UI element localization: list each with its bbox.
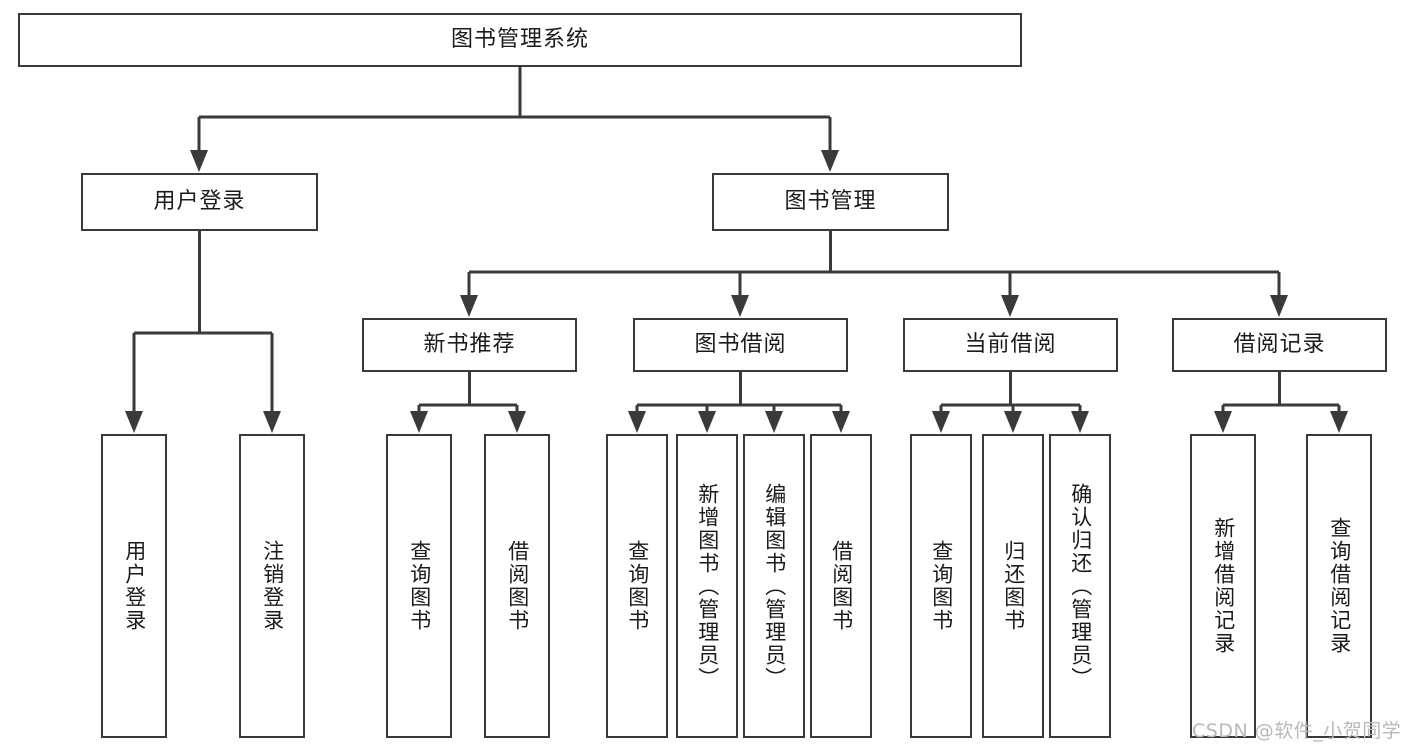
node-label: 新增图书（管理员） <box>695 482 720 690</box>
arrow-head <box>1001 295 1019 317</box>
node-leaf-return-book[interactable]: 归还图书 <box>982 434 1044 738</box>
node-root-system[interactable]: 图书管理系统 <box>18 13 1022 67</box>
node-leaf-edit-book[interactable]: 编辑图书（管理员） <box>743 434 805 738</box>
arrow-head <box>698 411 716 433</box>
node-leaf-user-logout[interactable]: 注销登录 <box>239 434 305 738</box>
arrow-head <box>821 150 839 172</box>
node-new-book-recommend[interactable]: 新书推荐 <box>362 318 577 372</box>
node-label: 注销登录 <box>260 540 285 632</box>
node-leaf-confirm-return[interactable]: 确认归还（管理员） <box>1049 434 1111 738</box>
node-book-borrow[interactable]: 图书借阅 <box>633 318 848 372</box>
node-leaf-query-book-cur[interactable]: 查询图书 <box>910 434 972 738</box>
node-leaf-borrow-book-rec[interactable]: 借阅图书 <box>484 434 550 738</box>
node-label: 归还图书 <box>1001 540 1026 632</box>
arrow-head <box>508 411 526 433</box>
node-label: 用户登录 <box>122 540 147 632</box>
arrow-head <box>1004 411 1022 433</box>
node-leaf-query-record[interactable]: 查询借阅记录 <box>1306 434 1372 738</box>
node-label: 用户登录 <box>153 188 246 214</box>
node-label: 图书管理系统 <box>450 26 589 52</box>
node-leaf-add-record[interactable]: 新增借阅记录 <box>1190 434 1256 738</box>
csdn-watermark: CSDN @软件_小贺同学 <box>1192 720 1402 742</box>
node-label: 当前借阅 <box>964 331 1057 357</box>
node-leaf-query-book-rec[interactable]: 查询图书 <box>386 434 452 738</box>
arrow-head <box>1214 411 1232 433</box>
arrow-head <box>263 411 281 433</box>
node-user-login[interactable]: 用户登录 <box>81 173 318 231</box>
node-leaf-query-book-bor[interactable]: 查询图书 <box>606 434 668 738</box>
arrow-head <box>460 295 478 317</box>
arrow-head <box>1270 295 1288 317</box>
node-leaf-borrow-book-bor[interactable]: 借阅图书 <box>810 434 872 738</box>
node-label: 编辑图书（管理员） <box>762 482 787 690</box>
node-label: 查询借阅记录 <box>1327 517 1352 655</box>
arrow-head <box>832 411 850 433</box>
arrow-head <box>628 411 646 433</box>
arrow-head <box>932 411 950 433</box>
arrow-head <box>125 411 143 433</box>
node-label: 借阅图书 <box>505 540 530 632</box>
node-label: 查询图书 <box>407 540 432 632</box>
node-leaf-user-login[interactable]: 用户登录 <box>101 434 167 738</box>
arrow-head <box>1071 411 1089 433</box>
node-label: 图书管理 <box>784 188 877 214</box>
node-label: 确认归还（管理员） <box>1068 482 1093 690</box>
node-label: 图书借阅 <box>694 331 787 357</box>
arrow-head <box>765 411 783 433</box>
node-label: 查询图书 <box>929 540 954 632</box>
arrow-head <box>731 295 749 317</box>
node-label: 新书推荐 <box>423 331 516 357</box>
arrow-head <box>190 150 208 172</box>
node-label: 借阅记录 <box>1233 331 1326 357</box>
arrow-head <box>1330 411 1348 433</box>
node-label: 新增借阅记录 <box>1211 517 1236 655</box>
node-leaf-add-book[interactable]: 新增图书（管理员） <box>676 434 738 738</box>
node-label: 借阅图书 <box>829 540 854 632</box>
node-current-borrow[interactable]: 当前借阅 <box>903 318 1118 372</box>
arrow-head <box>410 411 428 433</box>
node-borrow-record[interactable]: 借阅记录 <box>1172 318 1387 372</box>
node-label: 查询图书 <box>625 540 650 632</box>
node-book-manage[interactable]: 图书管理 <box>712 173 949 231</box>
